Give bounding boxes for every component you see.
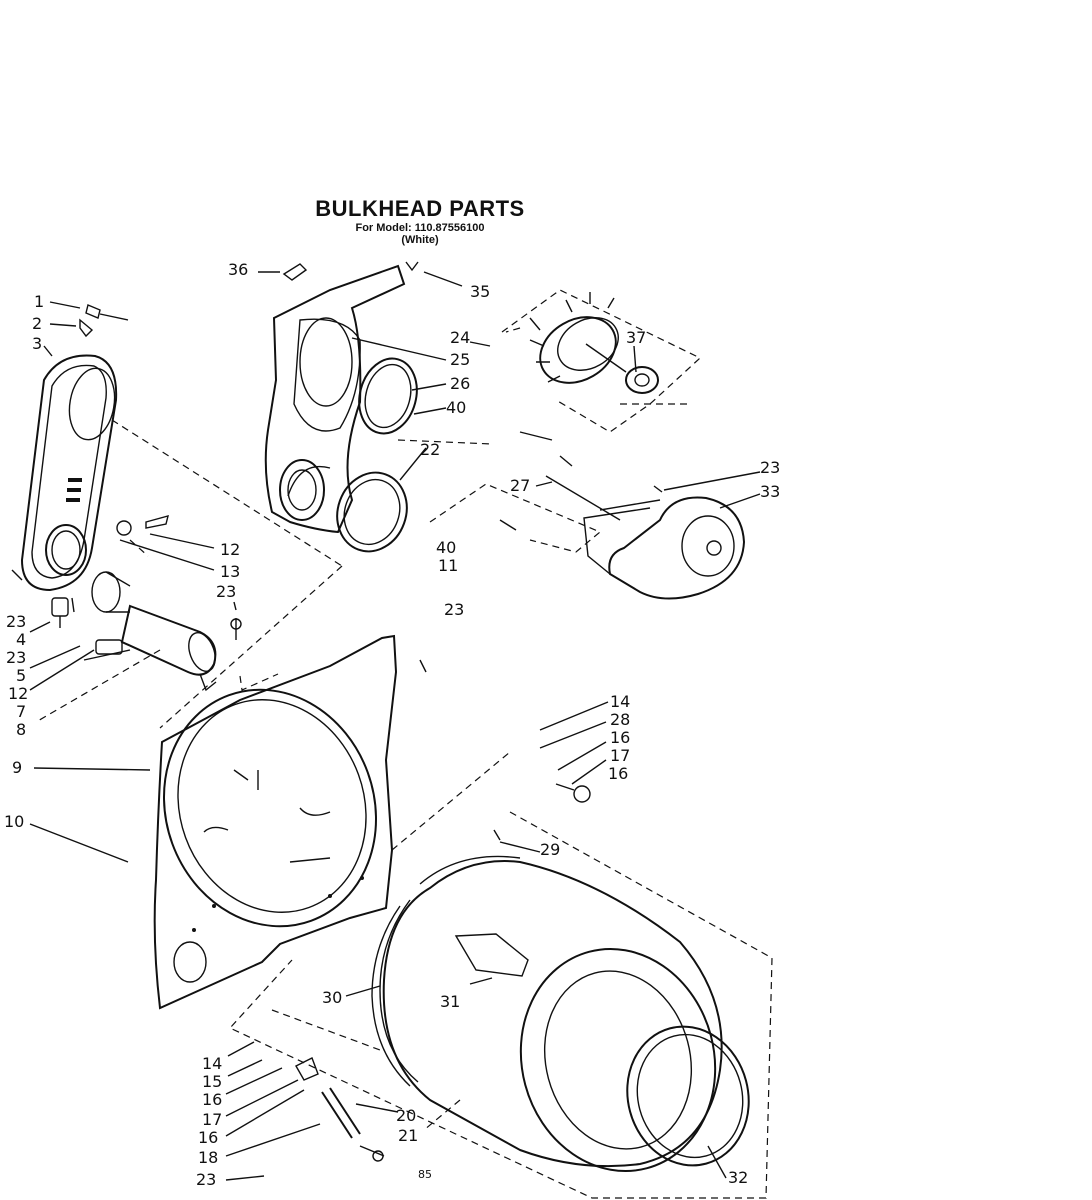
callout-40: 40: [436, 538, 457, 557]
callout-14: 14: [610, 692, 631, 711]
gasket-ring-part: [336, 357, 418, 553]
callout-18: 18: [198, 1148, 219, 1167]
callout-7: 7: [16, 702, 27, 721]
front-duct-part: [20, 354, 118, 592]
clip-part: [282, 261, 419, 281]
callout-3: 3: [32, 334, 43, 353]
callout-24: 24: [450, 328, 471, 347]
rear-bulkhead-plate-part: [264, 264, 406, 534]
roller-assembly-part: [419, 659, 591, 841]
callout-37: 37: [626, 328, 647, 347]
leader-lines: [11, 271, 761, 1181]
screw-part: [79, 304, 129, 338]
callout-27: 27: [510, 476, 531, 495]
callout-23: 23: [6, 612, 27, 631]
assembly-guide-lines: [35, 403, 773, 1199]
thermostat-part: [51, 515, 169, 661]
callout-28: 28: [610, 710, 631, 729]
callout-23: 23: [196, 1170, 217, 1189]
roller-assembly-part: [295, 1057, 385, 1162]
callout-17: 17: [202, 1110, 223, 1129]
callout-17: 17: [610, 746, 631, 765]
callout-9: 9: [12, 758, 23, 777]
callout-35: 35: [470, 282, 491, 301]
model-number-line: For Model: 110.87556100: [355, 222, 485, 234]
callout-23: 23: [216, 582, 237, 601]
callout-23: 23: [444, 600, 465, 619]
callout-21: 21: [398, 1126, 419, 1145]
blower-wheel-part: [501, 289, 702, 433]
blower-housing-part: [583, 485, 746, 600]
callout-1: 1: [34, 292, 45, 311]
callout-31: 31: [440, 992, 461, 1011]
callout-22: 22: [420, 440, 441, 459]
callout-26: 26: [450, 374, 471, 393]
callout-15: 15: [202, 1072, 223, 1091]
callout-10: 10: [4, 812, 25, 831]
callout-33: 33: [760, 482, 781, 501]
callout-4: 4: [16, 630, 27, 649]
callout-16: 16: [198, 1128, 219, 1147]
callout-30: 30: [322, 988, 343, 1007]
callout-16: 16: [608, 764, 629, 783]
callout-16: 16: [610, 728, 631, 747]
callout-2: 2: [32, 314, 43, 333]
callout-11: 11: [438, 556, 459, 575]
page-number: 85: [418, 1168, 432, 1181]
heater-cylinder-part: [91, 571, 217, 692]
model-subtitle: For Model: 110.87556100 (White): [300, 222, 540, 246]
front-bulkhead-panel-part: [153, 634, 398, 1010]
callout-12: 12: [220, 540, 241, 559]
callout-40: 40: [446, 398, 467, 417]
color-line: (White): [401, 234, 439, 246]
screw-part: [230, 618, 242, 640]
callout-13: 13: [220, 562, 241, 581]
callout-16: 16: [202, 1090, 223, 1109]
drum-part: [371, 855, 723, 1173]
exhaust-duct-part: [429, 431, 661, 553]
diagram-title: BULKHEAD PARTS: [315, 196, 525, 221]
callout-14: 14: [202, 1054, 223, 1073]
callout-12: 12: [8, 684, 29, 703]
callout-32: 32: [728, 1168, 749, 1187]
callout-23: 23: [6, 648, 27, 667]
callout-25: 25: [450, 350, 471, 369]
callout-36: 36: [228, 260, 249, 279]
callout-5: 5: [16, 666, 27, 685]
callout-20: 20: [396, 1106, 417, 1125]
callout-29: 29: [540, 840, 561, 859]
callout-8: 8: [16, 720, 27, 739]
callout-23: 23: [760, 458, 781, 477]
drum-seal-part: [626, 1025, 750, 1167]
